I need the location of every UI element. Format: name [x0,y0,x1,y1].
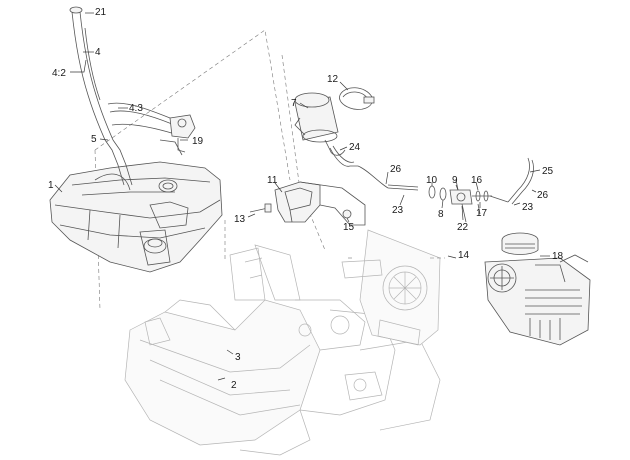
callout-14: 14 [458,250,470,261]
bracket-bolt [249,203,272,213]
callout-15: 15 [343,222,355,233]
callout-leaders [54,12,550,381]
bracket-nut [342,209,352,219]
callout-4-2: 4:2 [52,68,66,79]
mounting-bracket [274,181,366,226]
chassis-frame [124,244,441,456]
callout-18: 18 [552,251,564,262]
callout-25: 25 [542,166,554,177]
callout-19: 19 [192,136,204,147]
callout-8: 8 [438,209,444,220]
filler-hose [69,6,187,186]
callout-13: 13 [234,214,246,225]
callout-11: 11 [267,175,278,186]
callout-21: 21 [95,7,107,18]
callout-3: 3 [235,352,241,363]
callout-1: 1 [48,180,54,191]
callout-22: 22 [457,222,469,233]
callout-16: 16 [471,175,483,186]
callout-17: 17 [476,208,488,219]
canister-strap [339,87,375,110]
rollover-valve [159,114,196,156]
callout-23b: 23 [522,202,534,213]
callout-23a: 23 [392,205,404,216]
charcoal-canister [294,92,346,156]
callout-4-3: 4:3 [129,103,143,114]
return-hose [489,157,534,205]
callout-10: 10 [426,175,438,186]
callout-5: 5 [91,134,97,145]
callout-26a: 26 [390,164,402,175]
callout-4: 4 [95,47,101,58]
callout-24: 24 [349,142,361,153]
callout-26b: 26 [537,190,549,201]
engine-assembly [484,232,591,346]
callout-7: 7 [291,98,297,109]
firewall-panel [341,229,441,346]
callout-9: 9 [452,175,458,186]
fuel-tank [49,161,223,273]
vent-hose [329,145,419,191]
callout-12: 12 [327,74,339,85]
callout-labels: 21 4 4:2 4:3 5 1 19 7 12 24 26 23 10 8 9… [48,7,564,391]
callout-2: 2 [231,380,237,391]
